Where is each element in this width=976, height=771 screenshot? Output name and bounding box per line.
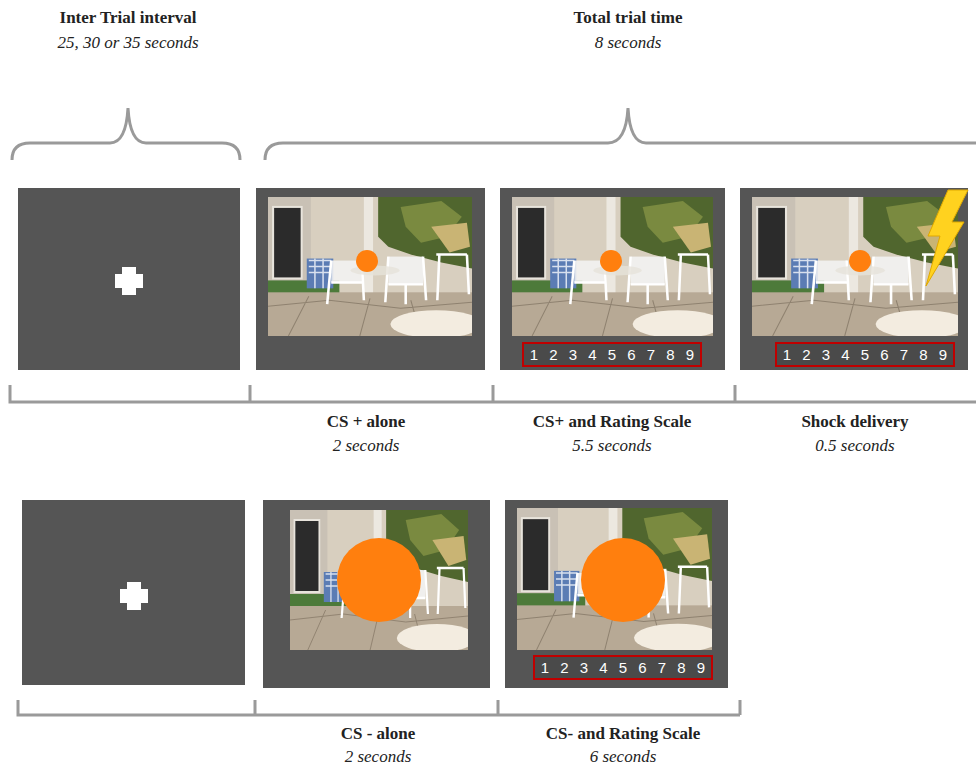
scale-numbers: 1 2 3 4 5 6 7 8 9 xyxy=(530,346,694,364)
phase-label: CS- and Rating Scale xyxy=(546,724,700,744)
phase-label: CS+ and Rating Scale xyxy=(533,412,691,432)
phase-label: CS - alone xyxy=(341,724,416,744)
phase-label: CS + alone xyxy=(327,412,406,432)
duration-label: 0.5 seconds xyxy=(815,436,894,456)
phase-label: Shock delivery xyxy=(801,412,908,432)
rating-scale: 1 2 3 4 5 6 7 8 9 xyxy=(522,342,702,367)
duration-label: 2 seconds xyxy=(333,436,400,456)
phase-label: Inter Trial interval xyxy=(60,8,197,28)
scale-numbers: 1 2 3 4 5 6 7 8 9 xyxy=(783,346,947,364)
rating-scale: 1 2 3 4 5 6 7 8 9 xyxy=(775,342,955,367)
phase-label: Total trial time xyxy=(574,8,683,28)
duration-label: 8 seconds xyxy=(595,33,662,53)
scale-numbers: 1 2 3 4 5 6 7 8 9 xyxy=(541,659,705,677)
duration-label: 6 seconds xyxy=(590,747,657,767)
rating-scale: 1 2 3 4 5 6 7 8 9 xyxy=(533,655,713,680)
duration-label: 2 seconds xyxy=(345,747,412,767)
duration-label: 5.5 seconds xyxy=(572,436,651,456)
duration-label: 25, 30 or 35 seconds xyxy=(57,33,198,53)
